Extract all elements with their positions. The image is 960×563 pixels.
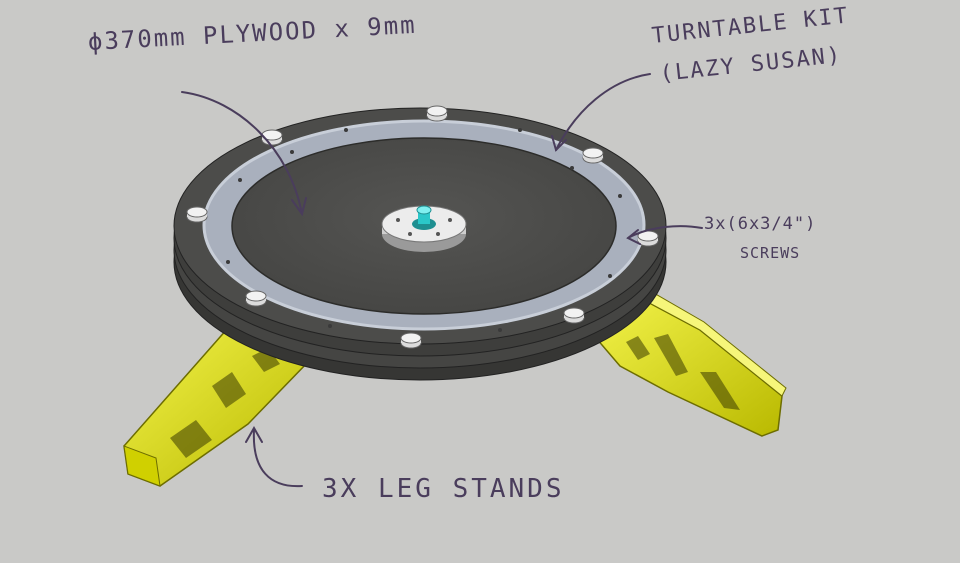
ring-mounting-holes — [226, 128, 622, 332]
screw-head — [582, 147, 604, 164]
leg-stands-label: 3X LEG STANDS — [322, 474, 565, 504]
screws-quantity-label: 3x(6x3/4") — [704, 214, 817, 234]
arrow-legs — [245, 425, 303, 488]
screw-head — [261, 129, 283, 146]
screws-label: SCREWS — [740, 244, 801, 262]
center-shaft — [412, 205, 436, 230]
arrow-plywood — [181, 91, 307, 217]
leg-stand-right — [594, 291, 787, 437]
arrow-turntable — [551, 73, 651, 152]
screw-head — [245, 290, 267, 307]
screw-head — [426, 105, 448, 122]
screw-head — [563, 307, 585, 324]
screw-heads — [186, 105, 659, 349]
screw-head — [400, 332, 422, 349]
screw-head — [186, 206, 208, 223]
arrow-screws — [626, 225, 703, 245]
screw-head — [637, 230, 659, 247]
